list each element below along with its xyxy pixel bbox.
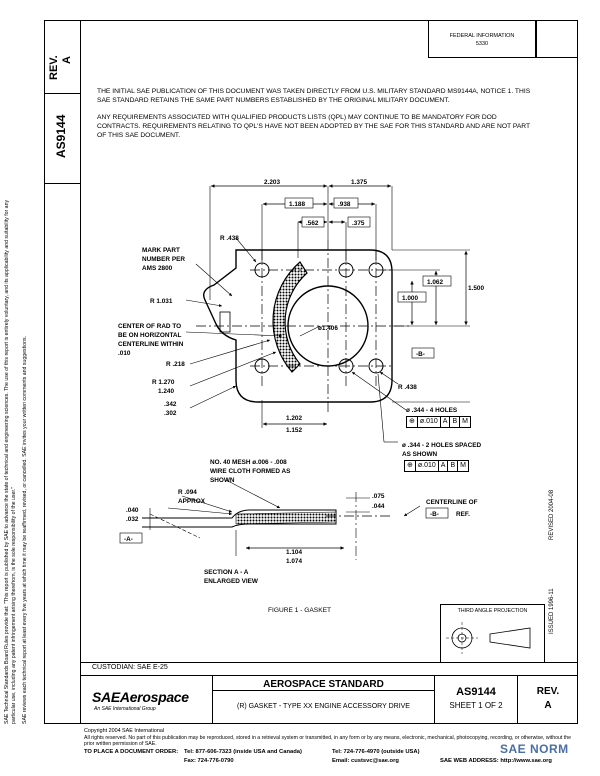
projection-cone <box>489 627 531 649</box>
datum-a: -A- <box>124 536 133 543</box>
center-rad-line2: BE ON HORIZONTAL <box>118 332 182 339</box>
doc-number-cell <box>434 676 518 724</box>
mark-part-line2: NUMBER PER <box>142 256 185 263</box>
custodian-text: CUSTODIAN: SAE E-25 <box>92 664 168 671</box>
datum-b: -B- <box>416 351 425 358</box>
dim-375: .375 <box>352 220 365 227</box>
side-rev-box <box>44 20 81 94</box>
sae-norm-watermark: SAE NORM <box>500 742 569 756</box>
center-rad-line4: .010 <box>118 350 131 357</box>
top-right-box <box>536 20 578 58</box>
logo-subtitle: An SAE International Group <box>94 706 156 712</box>
rights-reserved: All rights reserved. No part of this pub… <box>84 735 571 748</box>
order-fax: Fax: 724-776-0790 <box>184 758 234 764</box>
custodian-row <box>81 662 578 676</box>
figure-caption: FIGURE 1 - GASKET <box>268 607 331 614</box>
aerospace-standard-header: AEROSPACE STANDARD <box>263 679 384 690</box>
holes-4-label: ø .344 - 4 HOLES <box>406 407 458 414</box>
dim-938: .938 <box>338 201 351 208</box>
federal-stamp <box>428 20 536 58</box>
mark-part-line1: MARK PART <box>142 247 180 254</box>
dim-1104: 1.104 <box>286 549 302 556</box>
dim-r094: R .094 <box>178 489 197 496</box>
dim-r438-bottom: R .438 <box>398 384 417 391</box>
dim-1188: 1.188 <box>289 201 305 208</box>
page-border <box>44 20 578 724</box>
dim-342: .342 <box>164 401 177 408</box>
dim-r438-top: R .438 <box>220 235 239 242</box>
side-strip <box>44 20 81 724</box>
center-rad-line3: CENTERLINE WITHIN <box>118 341 184 348</box>
rev-value: A <box>544 700 552 711</box>
dim-040: .040 <box>126 507 139 514</box>
dim-r218: R .218 <box>166 361 185 368</box>
dim-044: .044 <box>372 503 385 510</box>
sheet-number: SHEET 1 OF 2 <box>449 701 503 710</box>
mesh-line2: WIRE CLOTH FORMED AS <box>210 468 291 475</box>
datum-b-ref: -B- <box>430 511 439 518</box>
dim-1062: 1.062 <box>427 279 443 286</box>
logo-cell <box>81 676 213 724</box>
copyright: Copyright 2004 SAE International <box>84 728 165 734</box>
side-doc-box <box>44 94 81 184</box>
dim-1152: 1.152 <box>286 427 302 434</box>
holes-2-label-2: AS SHOWN <box>402 451 438 458</box>
ref-label: REF. <box>456 511 470 518</box>
center-rad-line1: CENTER OF RAD TO <box>118 323 181 330</box>
dim-032: .032 <box>126 516 139 523</box>
doc-number: AS9144 <box>456 686 496 698</box>
centerline-of-label: CENTERLINE OF <box>426 499 478 506</box>
dim-075: .075 <box>372 493 385 500</box>
dim-562: .562 <box>306 220 319 227</box>
dim-1000: 1.000 <box>402 295 418 302</box>
rev-label: REV. <box>536 686 560 697</box>
mark-part-line3: AMS 2800 <box>142 265 173 272</box>
dim-1074: 1.074 <box>286 558 302 565</box>
sae-aerospace-logo: SAEAerospace <box>92 689 189 705</box>
wire-mesh-arc <box>272 261 308 373</box>
dim-1375: 1.375 <box>351 179 367 186</box>
web-address[interactable]: SAE WEB ADDRESS: http://www.sae.org <box>440 758 552 764</box>
section-label-1: SECTION A - A <box>204 569 249 576</box>
gasket-outline <box>202 249 393 403</box>
section-label-2: ENLARGED VIEW <box>204 578 259 585</box>
dim-r1031: R 1.031 <box>150 298 173 305</box>
order-tel-2: Tel: 724-776-4970 (outside USA) <box>332 749 420 755</box>
order-label: TO PLACE A DOCUMENT ORDER: <box>84 749 179 755</box>
document-title: (R) GASKET - TYPE XX ENGINE ACCESSORY DR… <box>237 703 410 710</box>
mesh-line1: NO. 40 MESH ø.006 - .008 <box>210 459 287 466</box>
dim-r1270: R 1.270 <box>152 379 175 386</box>
third-angle-box <box>440 604 545 662</box>
dim-302: .302 <box>164 410 177 417</box>
part-mark-box <box>219 311 231 333</box>
order-email: Email: custsvc@sae.org <box>332 758 399 764</box>
stamp-line-1: FEDERAL INFORMATION <box>449 33 515 39</box>
dim-1202: 1.202 <box>286 415 302 422</box>
order-tel-1: Tel: 877-606-7323 (inside USA and Canada… <box>184 749 302 755</box>
note-paragraph-2: ANY REQUIREMENTS ASSOCIATED WITH QUALIFI… <box>97 114 530 139</box>
dim-phi1406: ø1.406 <box>318 325 338 332</box>
mesh-line3: SHOWN <box>210 477 235 484</box>
third-angle-label: THIRD ANGLE PROJECTION <box>457 608 528 614</box>
dim-1240: 1.240 <box>158 388 174 395</box>
stamp-line-2: 5330 <box>475 41 489 47</box>
note-text: THE INITIAL SAE PUBLICATION OF THIS DOCU… <box>97 88 537 150</box>
holes-2-label-1: ø .344 - 2 HOLES SPACED <box>402 442 481 449</box>
dim-2203: 2.203 <box>264 179 280 186</box>
header-cell <box>213 676 434 691</box>
dim-1500: 1.500 <box>468 285 484 292</box>
note-paragraph-1: THE INITIAL SAE PUBLICATION OF THIS DOCU… <box>97 88 531 104</box>
approx-label: APPROX <box>178 498 206 505</box>
